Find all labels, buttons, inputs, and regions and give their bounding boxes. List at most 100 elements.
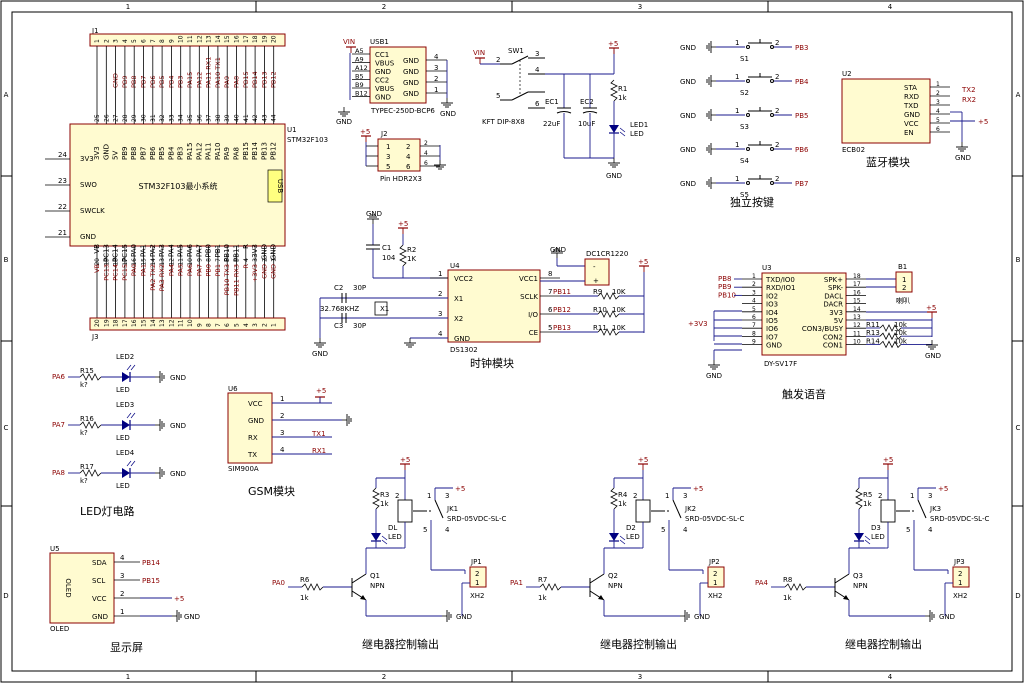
mcu-pin-number: 11	[178, 258, 185, 266]
button-gnd-label: GND	[680, 78, 696, 86]
mcu-pin-number: 7	[215, 258, 222, 262]
rtc-pin-name: I/O	[528, 311, 538, 319]
voice-pin-number: 11	[853, 330, 861, 337]
mcu-pin-number: 32	[159, 114, 166, 122]
resistor-value: 10k	[894, 329, 908, 337]
j2-pin-number: 2	[406, 143, 410, 151]
transistor-type: NPN	[853, 582, 868, 590]
bt-pin-number: 1	[936, 81, 940, 88]
led-icon	[121, 412, 136, 431]
mcu-pin-number: 38	[215, 114, 222, 122]
mcu-pin-number: 44	[271, 114, 278, 122]
voice-pin-name: SPK+	[824, 276, 843, 284]
relay-coil	[397, 499, 413, 523]
mcu-pin-name: PA0	[130, 244, 138, 257]
button-contact	[746, 181, 750, 185]
mcu-pin-number: 41	[243, 114, 250, 122]
transistor-type: NPN	[608, 582, 623, 590]
resistor-value: 10k	[894, 337, 908, 345]
col-label: 2	[382, 673, 386, 681]
mcu-pin-name: SWCLK	[80, 207, 105, 215]
header-pin-number: 11	[178, 319, 185, 327]
sw-vin: VIN	[473, 49, 485, 57]
button-contact	[770, 45, 774, 49]
resistor-value: 1k	[783, 594, 792, 602]
led-ref: DL	[388, 524, 397, 532]
ground-icon	[706, 108, 717, 122]
power-filter: +5 EC1 22uF EC2 10uF R1 1k LED1 LED GND	[543, 40, 648, 180]
voice-pin-name: 5V	[834, 317, 843, 325]
mcu-body-label: STM32F103最小系统	[139, 181, 218, 191]
mcu-pin-name: PB11	[233, 244, 241, 262]
led-group: PA6R15k?LED2LEDGNDPA7R16k?LED3LEDGNDPA8R…	[52, 353, 186, 490]
usb-pin-number: 4	[434, 53, 439, 61]
header-pin-number: 13	[159, 319, 166, 327]
relay-p5: +5	[400, 456, 410, 464]
mcu-pin-name: PB14	[251, 142, 259, 160]
mcu-net-label: PA0	[130, 264, 138, 276]
relay-title: 继电器控制输出	[362, 637, 439, 651]
mcu-pin-name: PB3	[177, 147, 185, 160]
mcu-pin-name: PB15	[242, 142, 250, 160]
relay-net-label: PA1	[510, 579, 523, 587]
j2-pin-number: 5	[386, 163, 390, 171]
usb-pin-name: VBUS	[375, 85, 395, 93]
row-label: C	[1016, 424, 1021, 432]
oled-body	[49, 552, 115, 624]
ground-icon	[171, 609, 182, 623]
gsm-part: SIM900A	[228, 465, 259, 473]
oled-net-label: PB14	[142, 559, 160, 567]
ec1-val: 22uF	[543, 120, 560, 128]
resistor-ref: R6	[300, 576, 310, 584]
j2-pin-number: 4	[406, 153, 411, 161]
col-label: 4	[888, 673, 893, 681]
bat-plus: +	[593, 277, 599, 285]
ground-icon	[341, 413, 352, 427]
gnd-label: GND	[336, 118, 352, 126]
r1-ref: R1	[618, 85, 627, 93]
resistor-value: 1k	[538, 594, 547, 602]
resistor-value: 10k	[894, 321, 908, 329]
mcu-pin-number: 23	[58, 177, 67, 185]
rtc-pin-number: 1	[438, 270, 442, 278]
connector-value: XH2	[470, 592, 485, 600]
oled-pin-number: 4	[120, 554, 125, 562]
button-pin-number: 2	[775, 141, 779, 149]
rtc-pin-number: 2	[438, 290, 442, 298]
resistor	[372, 487, 380, 510]
c2-val: 30P	[353, 284, 366, 292]
mcu-pin-number: 12	[168, 258, 175, 266]
led-icon	[853, 532, 871, 545]
oled-pin-number: 1	[120, 608, 124, 616]
relay-part: SRD-05VDC-SL-C	[930, 515, 989, 523]
header-pin-number: 4	[122, 39, 129, 43]
mcu-net-label: GND	[260, 264, 268, 279]
header-pin-number: 16	[234, 35, 241, 43]
header-pin-number: 4	[243, 323, 250, 327]
led-icon	[121, 460, 136, 479]
led1-ref: LED1	[630, 121, 648, 129]
voice-pin-number: 12	[853, 322, 861, 329]
relay-pin-number: 4	[445, 526, 450, 534]
mcu-pin-number: 36	[196, 114, 203, 122]
col-label: 1	[126, 673, 130, 681]
voice-pin-name: CON3/BUSY	[802, 325, 844, 333]
header-pin-number: 3	[113, 39, 120, 43]
mcu-pin-name: 3V3	[80, 155, 94, 163]
header-pin-number: 12	[196, 35, 203, 43]
mcu-pin-name: PA5	[177, 244, 185, 257]
header-pin-number: 2	[103, 39, 110, 43]
oled-title: 显示屏	[110, 641, 143, 654]
mcu-pin-name: PA3	[158, 244, 166, 257]
resistor-value: 10K	[612, 306, 626, 314]
mcu-pin-number: 13	[159, 258, 166, 266]
header-pin-number: 14	[215, 35, 222, 43]
j2-ref: J2	[380, 130, 388, 138]
p5-label: +5	[608, 40, 618, 48]
button-net-label: PB7	[795, 180, 808, 188]
button-ref: S3	[740, 123, 749, 131]
button-pin-number: 2	[775, 107, 779, 115]
